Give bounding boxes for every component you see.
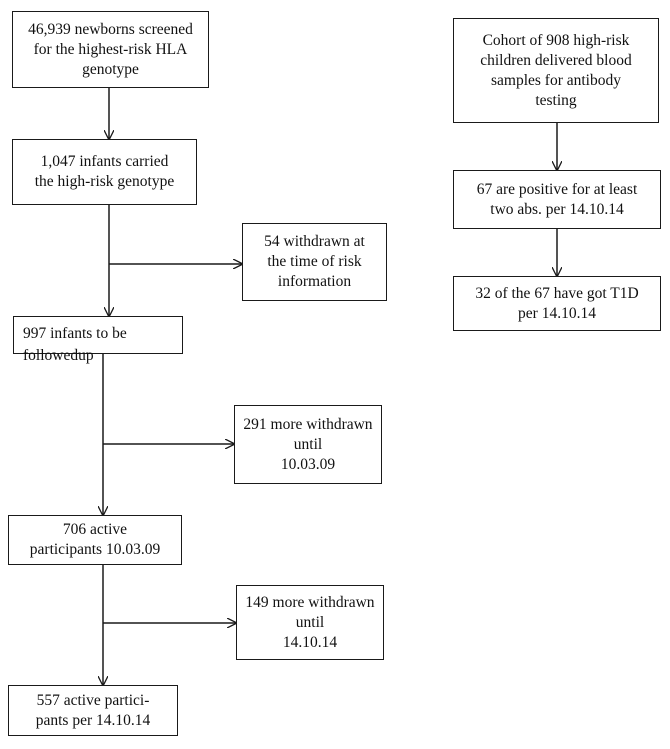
box-newborns-screened-text: 46,939 newborns screened for the highest…: [28, 20, 193, 78]
box-t1d-32: 32 of the 67 have got T1D per 14.10.14: [453, 276, 661, 331]
box-infants-carried-text: 1,047 infants carried the high-risk geno…: [34, 153, 175, 190]
box-infants-followup-text: 997 infants to be followedup: [23, 325, 127, 364]
box-active-706-text: 706 active participants 10.03.09: [29, 521, 161, 558]
box-active-557-text: 557 active partici- pants per 14.10.14: [35, 691, 151, 729]
box-infants-carried: 1,047 infants carried the high-risk geno…: [12, 139, 197, 205]
box-positive-67-text: 67 are positive for at least two abs. pe…: [476, 180, 638, 218]
box-active-706: 706 active participants 10.03.09: [8, 515, 182, 565]
box-withdrawn-149-text: 149 more withdrawn until 14.10.14: [245, 593, 375, 651]
box-cohort-908: Cohort of 908 high-risk children deliver…: [453, 18, 659, 123]
box-newborns-screened: 46,939 newborns screened for the highest…: [12, 11, 209, 88]
box-withdrawn-291: 291 more withdrawn until 10.03.09: [234, 405, 382, 484]
box-withdrawn-54: 54 withdrawn at the time of risk informa…: [242, 223, 387, 301]
box-withdrawn-54-text: 54 withdrawn at the time of risk informa…: [264, 233, 365, 290]
box-infants-followup: 997 infants to be followedup: [13, 316, 183, 364]
box-cohort-908-text: Cohort of 908 high-risk children deliver…: [480, 31, 632, 109]
box-withdrawn-149: 149 more withdrawn until 14.10.14: [236, 585, 384, 660]
box-active-557: 557 active partici- pants per 14.10.14: [8, 685, 178, 736]
box-t1d-32-text: 32 of the 67 have got T1D per 14.10.14: [475, 284, 639, 322]
box-positive-67: 67 are positive for at least two abs. pe…: [453, 170, 661, 229]
box-withdrawn-291-text: 291 more withdrawn until 10.03.09: [243, 415, 373, 473]
